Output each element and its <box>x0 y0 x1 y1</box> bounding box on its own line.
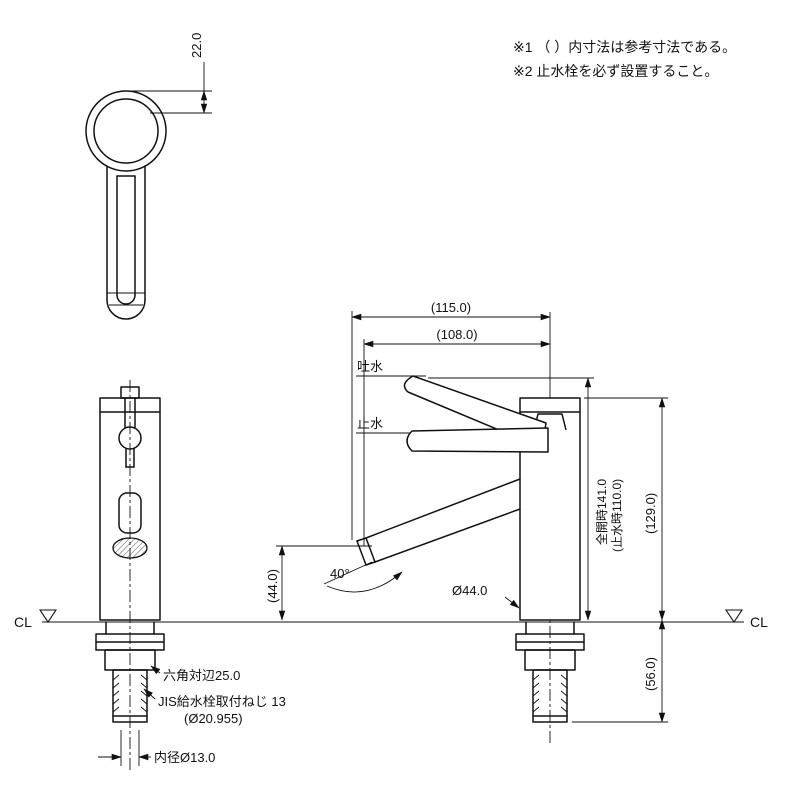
lever-tip-arc <box>106 299 146 320</box>
dim-below-counter: (56.0) <box>643 657 658 691</box>
spout-tip-top <box>356 537 367 542</box>
dim-spout-reach: (108.0) <box>436 327 477 342</box>
side-thread-left <box>532 674 540 713</box>
cl-label-right: CL <box>750 614 768 630</box>
notes: ※1 （ ）内寸法は参考寸法である。 ※2 止水栓を必ず設置すること。 <box>513 39 736 79</box>
dim-spout-height: (44.0) <box>265 569 280 603</box>
handle-cap-inner <box>93 98 159 164</box>
body-diameter-label: Ø44.0 <box>452 583 487 598</box>
thread-dia-label: (Ø20.955) <box>184 711 243 726</box>
datum-triangle-right <box>724 609 744 623</box>
discharge-label: 吐水 <box>357 359 383 374</box>
front-aerator <box>112 537 148 559</box>
side-view: 吐水 止水 40° Ø44.0 (115.0) (108.0) (44.0) 全… <box>265 300 668 745</box>
lever-slot-arc <box>116 294 136 305</box>
side-thread-right <box>560 674 568 713</box>
spout-tip-face <box>356 540 367 566</box>
cl-label-left: CL <box>14 614 32 630</box>
body-dia-leader <box>504 596 520 609</box>
top-view-handle: 22.0 <box>85 33 212 320</box>
stop-label: 止水 <box>357 416 383 431</box>
datum-triangle-left <box>38 609 58 623</box>
dim-overall-reach: (115.0) <box>431 300 471 315</box>
front-handle-base <box>120 386 140 399</box>
front-lever-knob <box>118 426 142 450</box>
hex-label: 六角対辺25.0 <box>163 668 240 683</box>
front-thread-left <box>112 674 120 713</box>
hex-leader <box>150 665 161 675</box>
front-thread-right <box>140 674 148 713</box>
dim-height-open: 全開時141.0 <box>594 479 609 545</box>
inner-dia-label: 内径Ø13.0 <box>154 750 215 765</box>
front-spout-nose <box>118 492 142 534</box>
front-view: 六角対辺25.0 JIS給水栓取付ねじ 13 (Ø20.955) 内径Ø13.0 <box>95 380 286 772</box>
thread-leader <box>143 688 156 700</box>
angle-arc <box>326 571 403 593</box>
note-1: ※1 （ ）内寸法は参考寸法である。 <box>513 39 736 55</box>
spout-bottom-edge <box>374 508 521 563</box>
spout-top-edge <box>365 478 521 539</box>
counter-centerline: CL CL <box>14 609 768 630</box>
note-2: ※2 止水栓を必ず設置すること。 <box>513 63 718 79</box>
dim-height-stop: (止水時110.0) <box>610 479 624 552</box>
dim-handle-width: 22.0 <box>189 33 204 58</box>
spout-end-face <box>365 537 376 563</box>
dim-body-height: (129.0) <box>643 493 658 534</box>
lever-stop-position <box>406 427 549 453</box>
handle-cap-outer <box>85 90 167 172</box>
angle-label: 40° <box>330 566 350 581</box>
angle-ref-line <box>323 561 373 585</box>
thread-label: JIS給水栓取付ねじ 13 <box>158 694 286 709</box>
